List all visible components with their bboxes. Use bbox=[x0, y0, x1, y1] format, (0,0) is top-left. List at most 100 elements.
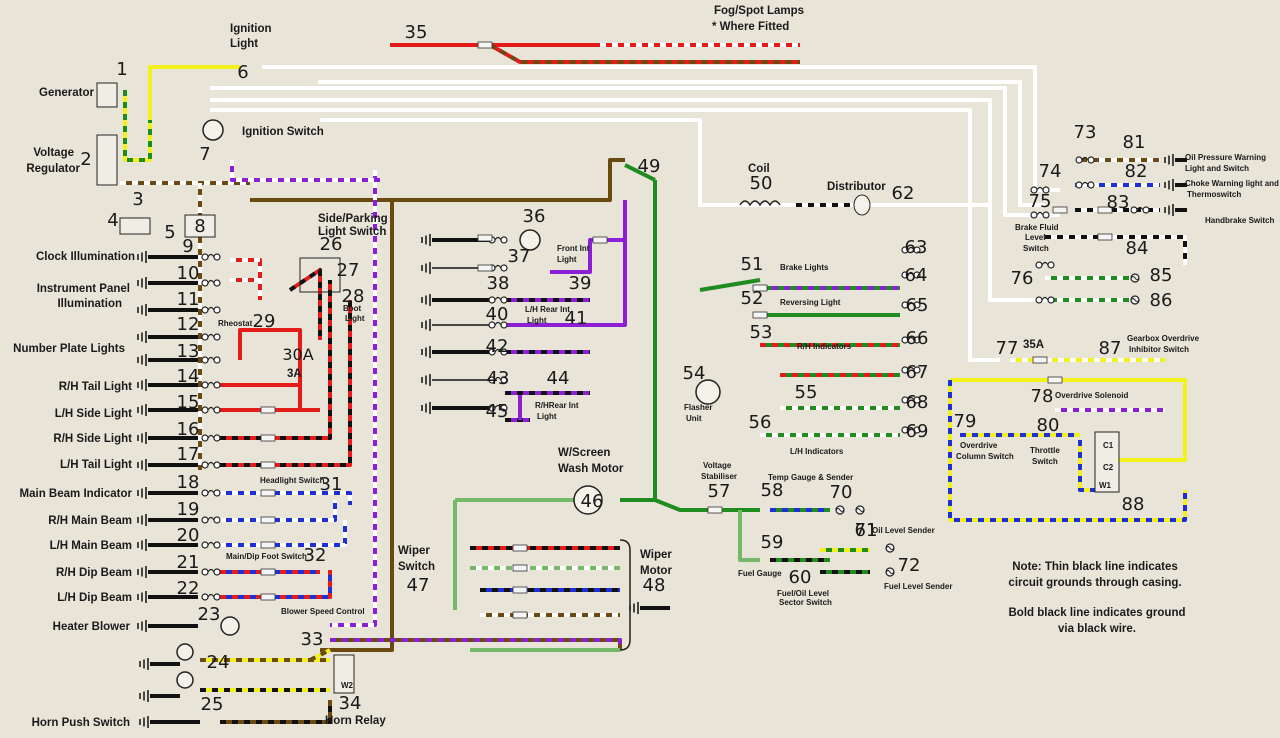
connector bbox=[260, 489, 276, 497]
num-69: 69 bbox=[906, 421, 929, 442]
num-58: 58 bbox=[761, 480, 784, 501]
num-57: 57 bbox=[708, 481, 731, 502]
lamp-left-9-filament bbox=[207, 489, 215, 494]
connector bbox=[260, 434, 276, 442]
lamp-left-12-b bbox=[213, 568, 221, 576]
label-rh-side: R/H Side Light bbox=[53, 433, 132, 445]
label-heater: Heater Blower bbox=[53, 621, 131, 633]
connector bbox=[512, 564, 528, 572]
connector bbox=[512, 611, 528, 619]
label-lh-rear-int-2: Light bbox=[527, 316, 547, 325]
connector bbox=[477, 234, 493, 242]
num-31: 31 bbox=[320, 474, 343, 495]
overdrive-relay-icon bbox=[1094, 431, 1120, 493]
connector bbox=[260, 406, 276, 414]
wire-purple-ign-tracer bbox=[330, 170, 377, 627]
num-54: 54 bbox=[683, 363, 706, 384]
num-32: 32 bbox=[304, 545, 327, 566]
label-wiper-motor-2: Motor bbox=[640, 565, 672, 577]
label-rh-indicators: R/H Indicators bbox=[797, 342, 852, 351]
wire-green-49 bbox=[624, 163, 656, 182]
wire-red-fog-tracer bbox=[489, 43, 800, 64]
label-generator: Generator bbox=[39, 87, 94, 99]
lamp-left-9-b bbox=[213, 489, 221, 497]
num-67: 67 bbox=[906, 362, 929, 383]
num-55: 55 bbox=[795, 382, 818, 403]
wiper-motor-icon bbox=[619, 539, 631, 651]
wire-brown-wiper-tracer bbox=[330, 638, 622, 650]
bulb-filament bbox=[1130, 298, 1140, 302]
num-23: 23 bbox=[198, 604, 221, 625]
num-15: 15 bbox=[177, 392, 200, 413]
label-side-parking-2: Light Switch bbox=[318, 226, 386, 238]
label-distributor: Distributor bbox=[827, 181, 886, 193]
lamp-int-0-filament bbox=[494, 236, 502, 241]
lamp-rear-3-filament bbox=[907, 336, 915, 341]
num-56: 56 bbox=[749, 412, 772, 433]
num-87: 87 bbox=[1099, 338, 1122, 359]
label-brake-fluid-2: Level bbox=[1025, 233, 1045, 242]
num-20: 20 bbox=[177, 525, 200, 546]
lamp-rear-1-filament bbox=[907, 271, 915, 276]
label-brake-fluid-3: Switch bbox=[1023, 244, 1049, 253]
lamp-int-3-filament bbox=[494, 321, 502, 326]
wire-red-17-tracer bbox=[220, 300, 352, 467]
num-76: 76 bbox=[1011, 268, 1034, 289]
fuse-8-icon bbox=[184, 214, 216, 238]
label-ignition-light-1: Ignition bbox=[230, 23, 272, 35]
num-21: 21 bbox=[177, 552, 200, 573]
num-12: 12 bbox=[177, 314, 200, 335]
num-74: 74 bbox=[1039, 161, 1062, 182]
lamp-int-1-filament bbox=[494, 264, 502, 269]
label-volt-stab-2: Stabiliser bbox=[701, 472, 737, 481]
num-14: 14 bbox=[177, 366, 200, 387]
connector bbox=[1052, 206, 1068, 214]
lamp-left-4-b bbox=[213, 356, 221, 364]
bulb-filament bbox=[1130, 276, 1140, 280]
num-47: 47 bbox=[407, 575, 430, 596]
label-od-col-1: Overdrive bbox=[960, 441, 998, 450]
wire-white-top-2 bbox=[318, 80, 1045, 207]
lamp-left-0-filament bbox=[207, 253, 215, 258]
num-28: 28 bbox=[342, 286, 365, 307]
lamp-left-11-filament bbox=[207, 541, 215, 546]
lamp-left-6-filament bbox=[207, 406, 215, 411]
label-rheostat: Rheostat bbox=[218, 319, 253, 328]
distributor-icon bbox=[853, 194, 871, 216]
lamp-left-7-b bbox=[213, 434, 221, 442]
side-light-switch-icon bbox=[299, 257, 341, 293]
label-horn-push: Horn Push Switch bbox=[32, 717, 130, 729]
num-86: 86 bbox=[1150, 290, 1173, 311]
lamp-rhs-3-a bbox=[1035, 261, 1043, 269]
label-wscreen-1: W/Screen bbox=[558, 447, 610, 459]
lamp-int-5-filament bbox=[494, 376, 502, 381]
num-83: 83 bbox=[1107, 192, 1130, 213]
num-49: 49 bbox=[638, 156, 661, 177]
label-instrument-2: Illumination bbox=[57, 298, 122, 310]
label-blower-speed: Blower Speed Control bbox=[281, 607, 365, 616]
label-lh-rear-int-1: L/H Rear Int bbox=[525, 305, 570, 314]
flasher-unit-icon bbox=[695, 379, 721, 405]
num-45: 45 bbox=[486, 401, 509, 422]
label-lbl-3a: 3A bbox=[287, 368, 302, 380]
num-42: 42 bbox=[486, 336, 509, 357]
label-od-solenoid: Overdrive Solenoid bbox=[1055, 391, 1128, 400]
horn-relay-icon bbox=[333, 654, 355, 694]
note-line4: via black wire. bbox=[1058, 623, 1136, 635]
num-51: 51 bbox=[741, 254, 764, 275]
lamp-left-5-b bbox=[213, 381, 221, 389]
num-46: 46 bbox=[581, 491, 604, 512]
label-rh-rear-int-2: Light bbox=[537, 412, 557, 421]
label-oil-level: Oil Level Sender bbox=[872, 526, 935, 535]
label-wiper-motor-1: Wiper bbox=[640, 549, 672, 561]
num-18: 18 bbox=[177, 472, 200, 493]
connector bbox=[260, 568, 276, 576]
num-85: 85 bbox=[1150, 265, 1173, 286]
num-64: 64 bbox=[905, 265, 928, 286]
label-relay-w2: W2 bbox=[341, 681, 354, 690]
lamp-left-6-b bbox=[213, 406, 221, 414]
lamp-rhs-1-a bbox=[1075, 181, 1083, 189]
num-38: 38 bbox=[487, 273, 510, 294]
wire-white-top-4 bbox=[210, 98, 1045, 302]
